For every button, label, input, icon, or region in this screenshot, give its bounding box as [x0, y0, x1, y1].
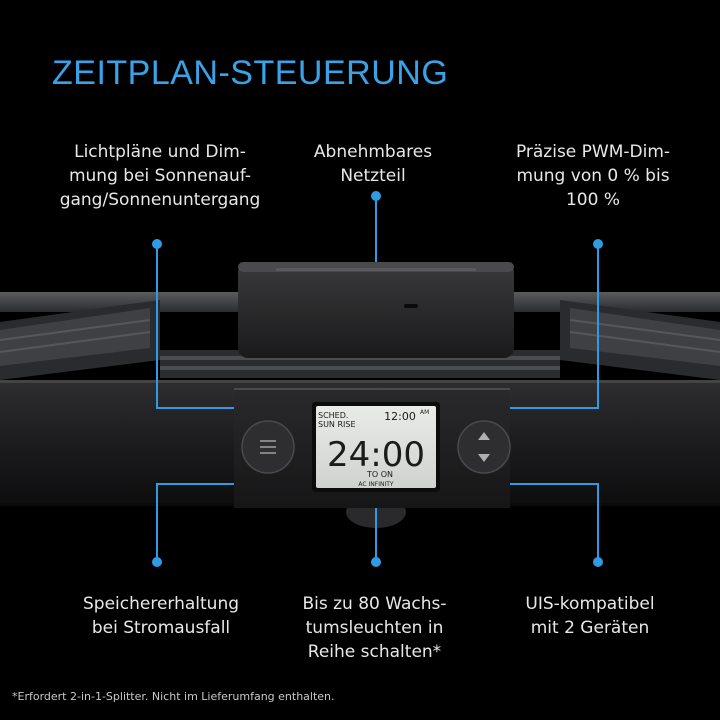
menu-icon: [260, 440, 276, 454]
page-title: ZEITPLAN-STEUERUNG: [52, 54, 449, 92]
feature-light-schedules: Lichtpläne und Dim- mung bei Sonnenauf- …: [59, 142, 261, 210]
feature-memory-retention: Speichererhaltung bei Stromausfall: [82, 594, 240, 638]
feature-daisy-chain: Bis zu 80 Wachs- tumsleuchten in Reihe s…: [302, 594, 447, 662]
feature-pwm-dimming: Präzise PWM-Dim- mung von 0 % bis 100 %: [515, 142, 671, 210]
lcd-display: SCHED. SUN RISE 12:00 AM 24:00 TO ON AC …: [312, 402, 440, 492]
lcd-mode-line2: SUN RISE: [318, 420, 356, 429]
callout-lines: [152, 191, 603, 567]
power-supply: [238, 262, 514, 358]
lcd-brand: AC INFINITY: [358, 481, 393, 488]
footnote: *Erfordert 2-in-1-Splitter. Nicht im Lie…: [12, 690, 335, 703]
lcd-main-value: 24:00: [327, 435, 425, 475]
lcd-sub-label: TO ON: [366, 470, 393, 479]
up-down-arrows-icon: [478, 432, 490, 462]
up-down-button[interactable]: [457, 420, 511, 474]
menu-button[interactable]: [241, 420, 295, 474]
feature-uis-compatible: UIS-kompatibel mit 2 Geräten: [525, 594, 655, 638]
lcd-mode-line1: SCHED.: [318, 411, 348, 420]
lcd-clock-ampm: AM: [420, 409, 429, 416]
lcd-clock: 12:00: [384, 410, 416, 423]
feature-detachable-power-supply: Abnehmbares Netzteil: [313, 142, 433, 186]
